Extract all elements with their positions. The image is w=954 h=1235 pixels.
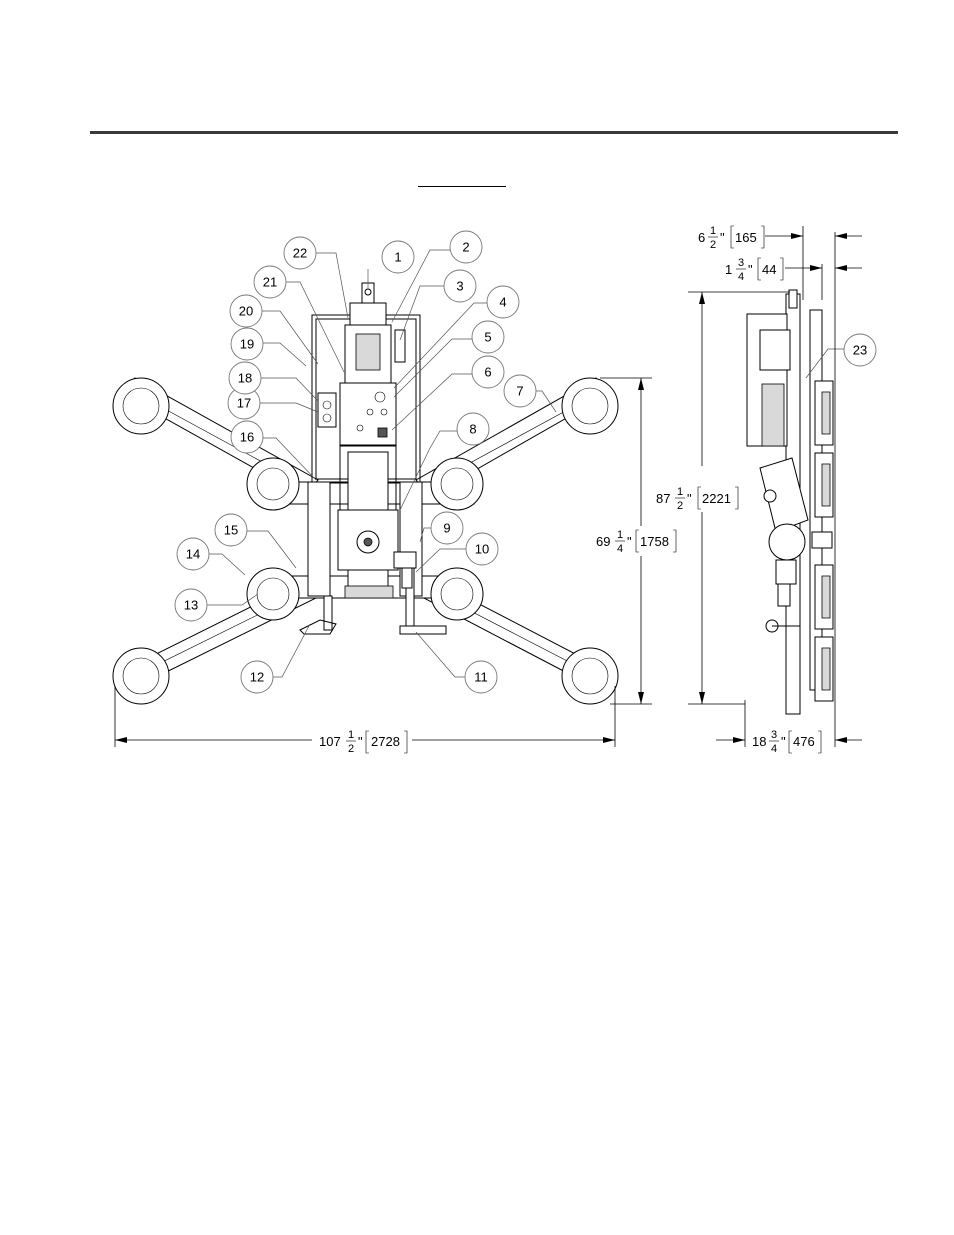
svg-text:1: 1 [394, 250, 401, 265]
svg-text:2221: 2221 [702, 491, 731, 506]
depth-dimension-label: 18 3 4 " 476 [752, 729, 821, 755]
width-dimension-label: 107 1 2 " 2728 [319, 729, 407, 755]
offset-dimensions [765, 226, 862, 300]
callout-23: 23 [844, 334, 876, 366]
callout-22: 22 [284, 237, 316, 269]
svg-text:8: 8 [469, 422, 476, 437]
svg-text:16: 16 [240, 430, 254, 445]
front-view [113, 250, 652, 747]
svg-text:3: 3 [771, 729, 777, 741]
svg-text:12: 12 [250, 670, 264, 685]
callout-13: 13 [175, 589, 207, 621]
svg-text:4: 4 [617, 543, 623, 555]
callout-2: 2 [450, 231, 482, 263]
svg-text:2: 2 [677, 500, 683, 512]
callout-3: 3 [444, 270, 476, 302]
svg-text:44: 44 [762, 262, 776, 277]
side-height-dimension-label: 87 1 2 " 2221 [656, 486, 738, 512]
svg-text:": " [781, 734, 786, 749]
callout-9: 9 [431, 512, 463, 544]
svg-text:19: 19 [240, 337, 254, 352]
callout-14: 14 [177, 538, 209, 570]
offset-small-label: 1 3 4 " 44 [725, 257, 783, 283]
svg-text:9: 9 [443, 521, 450, 536]
callout-20: 20 [230, 295, 262, 327]
svg-text:2: 2 [710, 239, 716, 251]
svg-text:21: 21 [263, 275, 277, 290]
svg-text:107: 107 [319, 734, 341, 749]
svg-text:": " [627, 534, 632, 549]
callout-19: 19 [231, 328, 263, 360]
svg-text:15: 15 [224, 523, 238, 538]
svg-text:17: 17 [237, 396, 251, 411]
svg-text:20: 20 [239, 304, 253, 319]
offset-top-label: 6 1 2 " 165 [698, 225, 764, 251]
callout-4: 4 [487, 286, 519, 318]
svg-text:": " [687, 491, 692, 506]
callout-15: 15 [215, 514, 247, 546]
callout-11: 11 [465, 661, 497, 693]
svg-text:": " [748, 262, 753, 277]
side-view [688, 226, 862, 747]
svg-text:18: 18 [752, 734, 766, 749]
svg-text:23: 23 [853, 343, 867, 358]
svg-text:165: 165 [735, 230, 757, 245]
width-dimension [115, 686, 615, 747]
svg-text:18: 18 [238, 371, 252, 386]
svg-text:22: 22 [293, 246, 307, 261]
svg-text:2: 2 [348, 743, 354, 755]
svg-text:14: 14 [186, 547, 200, 562]
lift-hook-assembly [345, 283, 405, 383]
svg-text:6: 6 [484, 365, 491, 380]
svg-text:": " [358, 734, 363, 749]
svg-text:1: 1 [710, 225, 716, 237]
control-valve-block [318, 393, 336, 427]
svg-text:1758: 1758 [640, 534, 669, 549]
svg-text:5: 5 [484, 330, 491, 345]
svg-text:3: 3 [738, 257, 744, 269]
svg-text:2728: 2728 [371, 734, 400, 749]
svg-text:10: 10 [475, 542, 489, 557]
front-height-dimension-label: 69 1 4 " 1758 [596, 529, 676, 555]
callout-6: 6 [472, 356, 504, 388]
callout-8: 8 [457, 413, 489, 445]
svg-text:": " [720, 230, 725, 245]
svg-text:13: 13 [184, 598, 198, 613]
callout-1: 1 [382, 241, 414, 273]
side-vacuum-pads [812, 381, 833, 701]
callout-21: 21 [254, 266, 286, 298]
svg-text:11: 11 [474, 670, 488, 685]
svg-text:4: 4 [499, 295, 506, 310]
callout-7: 7 [504, 375, 536, 407]
callout-18: 18 [229, 362, 261, 394]
svg-text:1: 1 [617, 529, 623, 541]
svg-text:476: 476 [793, 734, 815, 749]
svg-text:3: 3 [456, 279, 463, 294]
svg-text:87: 87 [656, 491, 670, 506]
pump-enclosure [340, 383, 396, 445]
callout-12: 12 [241, 661, 273, 693]
svg-text:69: 69 [596, 534, 610, 549]
svg-text:1: 1 [725, 262, 732, 277]
svg-text:2: 2 [462, 240, 469, 255]
svg-text:1: 1 [677, 486, 683, 498]
callout-16: 16 [231, 421, 263, 453]
svg-text:4: 4 [738, 271, 744, 283]
callout-5: 5 [472, 321, 504, 353]
svg-text:4: 4 [771, 743, 777, 755]
svg-text:1: 1 [348, 729, 354, 741]
callout-10: 10 [466, 533, 498, 565]
svg-text:7: 7 [516, 384, 523, 399]
svg-text:6: 6 [698, 230, 705, 245]
